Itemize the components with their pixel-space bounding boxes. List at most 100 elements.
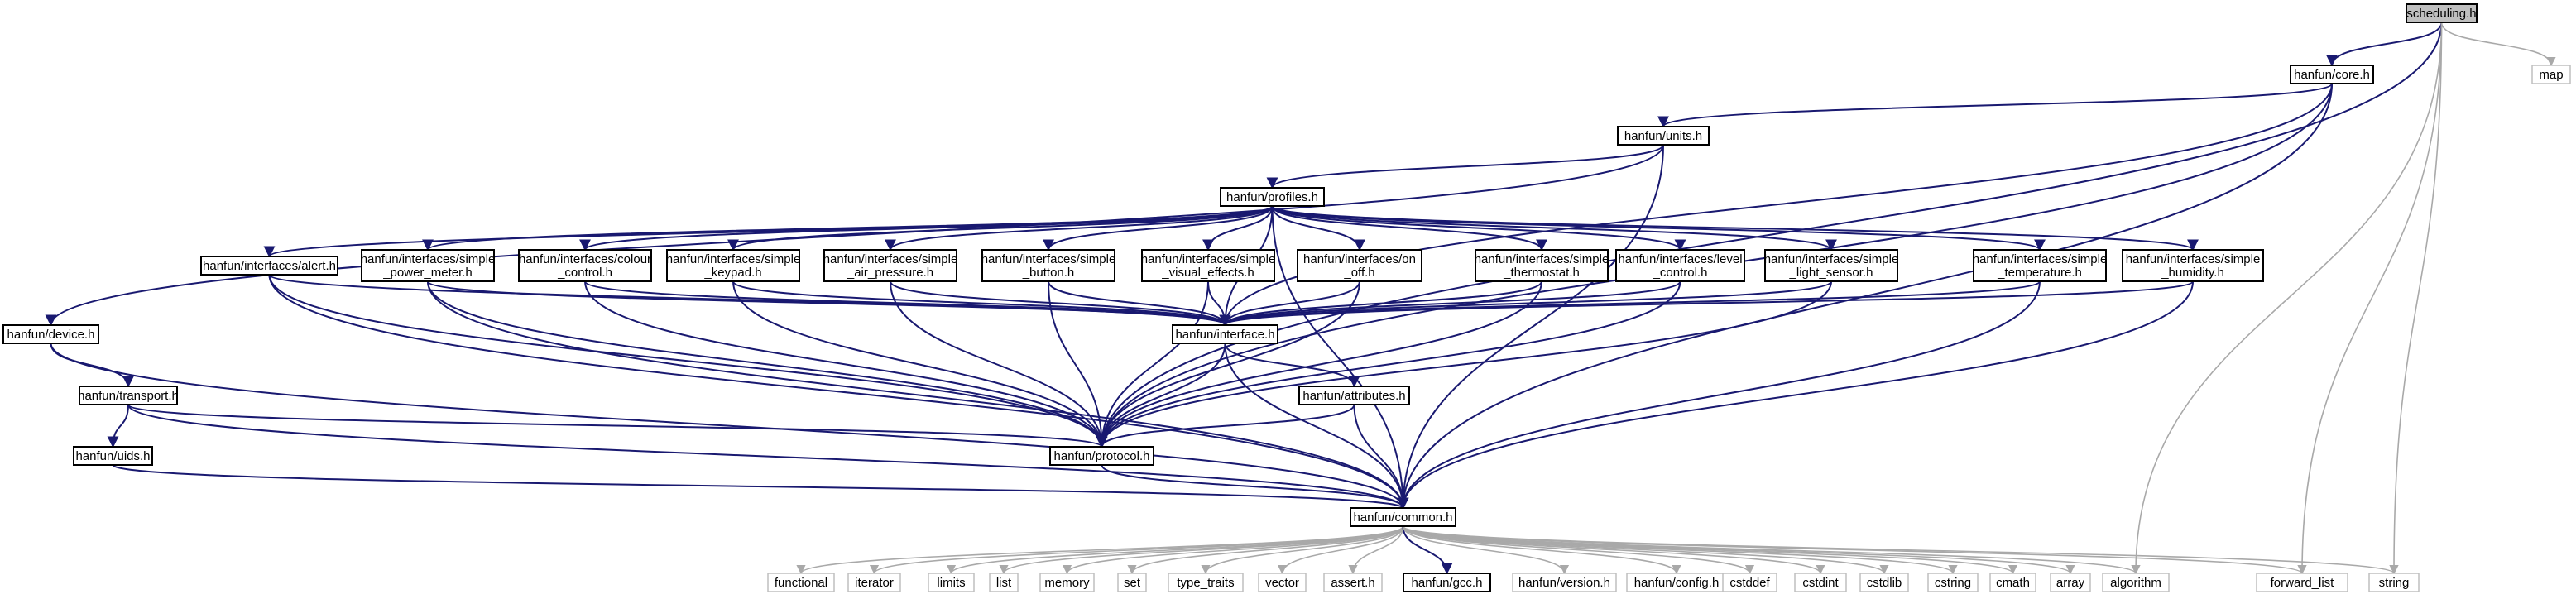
node-label-interface: hanfun/interface.h xyxy=(1175,328,1274,342)
node-label-humidity-line-1: hanfun/interfaces/simple xyxy=(2126,252,2261,266)
node-scheduling[interactable]: scheduling.h xyxy=(2406,3,2478,23)
node-label-units: hanfun/units.h xyxy=(1624,129,1702,143)
node-label-config: hanfun/config.h xyxy=(1634,576,1720,590)
node-label-uids: hanfun/uids.h xyxy=(75,449,150,463)
node-label-version: hanfun/version.h xyxy=(1518,576,1610,590)
edge-scheduling-to-string xyxy=(2389,22,2443,575)
edge-profiles-to-air xyxy=(885,205,1274,252)
node-label-transport: hanfun/transport.h xyxy=(78,389,179,403)
edge-humidity-to-common xyxy=(1397,280,2194,510)
edge-alert-to-protocol xyxy=(268,274,1108,448)
node-keypad[interactable]: hanfun/interfaces/simple_keypad.h xyxy=(666,249,801,282)
node-box-version xyxy=(1512,573,1617,592)
node-humidity[interactable]: hanfun/interfaces/simple_humidity.h xyxy=(2122,249,2264,282)
edge-common-to-set xyxy=(1127,525,1404,575)
node-box-iterator xyxy=(847,573,901,592)
node-label-core: hanfun/core.h xyxy=(2294,68,2370,82)
edge-button-to-protocol xyxy=(1048,280,1108,448)
edge-profiles-to-common xyxy=(1271,205,1409,510)
node-forward_list: forward_list xyxy=(2256,573,2348,592)
node-box-protocol xyxy=(1049,446,1154,466)
node-label-air-line-2: _air_pressure.h xyxy=(847,266,933,280)
node-colour[interactable]: hanfun/interfaces/colour_control.h xyxy=(518,249,652,282)
node-box-gcc xyxy=(1403,573,1491,592)
node-level[interactable]: hanfun/interfaces/level_control.h xyxy=(1615,249,1745,282)
node-common[interactable]: hanfun/common.h xyxy=(1350,507,1456,527)
edge-core-to-units xyxy=(1657,83,2333,128)
node-alert[interactable]: hanfun/interfaces/alert.h xyxy=(200,256,338,276)
node-label-limits: limits xyxy=(937,576,965,590)
node-cstdlib: cstdlib xyxy=(1859,573,1909,592)
node-air[interactable]: hanfun/interfaces/simple_air_pressure.h xyxy=(823,249,958,282)
node-profiles[interactable]: hanfun/profiles.h xyxy=(1220,187,1325,207)
node-thermostat[interactable]: hanfun/interfaces/simple_thermostat.h xyxy=(1475,249,1609,282)
node-label-vector: vector xyxy=(1265,576,1299,590)
node-label-memory: memory xyxy=(1044,576,1090,590)
edge-alert-to-common xyxy=(268,274,1409,510)
node-label-thermostat-line-2: _thermostat.h xyxy=(1503,266,1580,280)
node-onoff[interactable]: hanfun/interfaces/on_off.h xyxy=(1297,249,1422,282)
node-uids[interactable]: hanfun/uids.h xyxy=(73,446,153,466)
node-label-cstring: cstring xyxy=(1935,576,1971,590)
node-iterator: iterator xyxy=(847,573,901,592)
node-box-transport xyxy=(79,386,178,405)
node-label-level-line-1: hanfun/interfaces/level xyxy=(1618,252,1742,266)
edge-profiles-to-temperature xyxy=(1271,205,2046,252)
node-interface[interactable]: hanfun/interface.h xyxy=(1172,324,1278,344)
node-units[interactable]: hanfun/units.h xyxy=(1617,126,1710,146)
node-box-cstdint xyxy=(1794,573,1847,592)
node-transport[interactable]: hanfun/transport.h xyxy=(78,386,179,405)
node-label-button-line-1: hanfun/interfaces/simple xyxy=(981,252,1116,266)
node-label-array: array xyxy=(2056,576,2085,590)
node-limits: limits xyxy=(928,573,975,592)
node-box-temperature xyxy=(1973,249,2107,282)
edge-units-to-profiles xyxy=(1266,144,1664,189)
node-core[interactable]: hanfun/core.h xyxy=(2290,65,2374,84)
node-label-light-line-2: _light_sensor.h xyxy=(1789,266,1873,280)
node-cmath: cmath xyxy=(1989,573,2036,592)
node-box-thermostat xyxy=(1475,249,1609,282)
node-box-limits xyxy=(928,573,975,592)
edge-profiles-to-thermostat xyxy=(1271,205,1547,252)
edge-common-to-algorithm xyxy=(1402,525,2141,575)
node-label-device: hanfun/device.h xyxy=(7,328,95,342)
edge-button-to-interface xyxy=(1048,280,1231,327)
node-cstring: cstring xyxy=(1927,573,1979,592)
node-attributes[interactable]: hanfun/attributes.h xyxy=(1298,386,1410,405)
node-label-visual-line-2: _visual_effects.h xyxy=(1161,266,1254,280)
node-box-set xyxy=(1117,573,1147,592)
node-box-keypad xyxy=(666,249,800,282)
edge-attributes-to-common xyxy=(1353,404,1409,510)
node-label-scheduling: scheduling.h xyxy=(2406,7,2476,21)
node-label-temperature-line-1: hanfun/interfaces/simple xyxy=(1973,252,2108,266)
node-type_traits: type_traits xyxy=(1168,573,1244,592)
edge-level-to-interface xyxy=(1219,280,1681,327)
node-button[interactable]: hanfun/interfaces/simple_button.h xyxy=(981,249,1116,282)
edge-power-to-interface xyxy=(427,280,1231,327)
node-temperature[interactable]: hanfun/interfaces/simple_temperature.h xyxy=(1973,249,2108,282)
node-protocol[interactable]: hanfun/protocol.h xyxy=(1049,446,1154,466)
edge-profiles-to-colour xyxy=(579,205,1274,252)
edge-thermostat-to-interface xyxy=(1219,280,1542,327)
node-vector: vector xyxy=(1258,573,1307,592)
node-light[interactable]: hanfun/interfaces/simple_light_sensor.h xyxy=(1764,249,1899,282)
node-device[interactable]: hanfun/device.h xyxy=(2,324,99,344)
edge-transport-to-uids xyxy=(107,404,129,448)
node-functional: functional xyxy=(767,573,835,592)
node-label-visual-line-1: hanfun/interfaces/simple xyxy=(1141,252,1276,266)
edge-power-to-common xyxy=(427,280,1409,510)
node-power[interactable]: hanfun/interfaces/simple_power_meter.h xyxy=(361,249,496,282)
node-box-onoff xyxy=(1297,249,1422,282)
edge-light-to-interface xyxy=(1219,280,1832,327)
node-label-profiles: hanfun/profiles.h xyxy=(1226,190,1318,204)
node-label-keypad-line-2: _keypad.h xyxy=(703,266,761,280)
node-box-list xyxy=(989,573,1019,592)
edge-profiles-to-onoff xyxy=(1271,205,1365,252)
node-box-cmath xyxy=(1989,573,2036,592)
node-gcc[interactable]: hanfun/gcc.h xyxy=(1403,573,1491,592)
node-label-algorithm: algorithm xyxy=(2110,576,2161,590)
node-visual[interactable]: hanfun/interfaces/simple_visual_effects.… xyxy=(1141,249,1276,282)
node-label-keypad-line-1: hanfun/interfaces/simple xyxy=(666,252,801,266)
edge-uids-to-common xyxy=(112,464,1408,510)
edge-interface-to-common xyxy=(1224,343,1409,510)
